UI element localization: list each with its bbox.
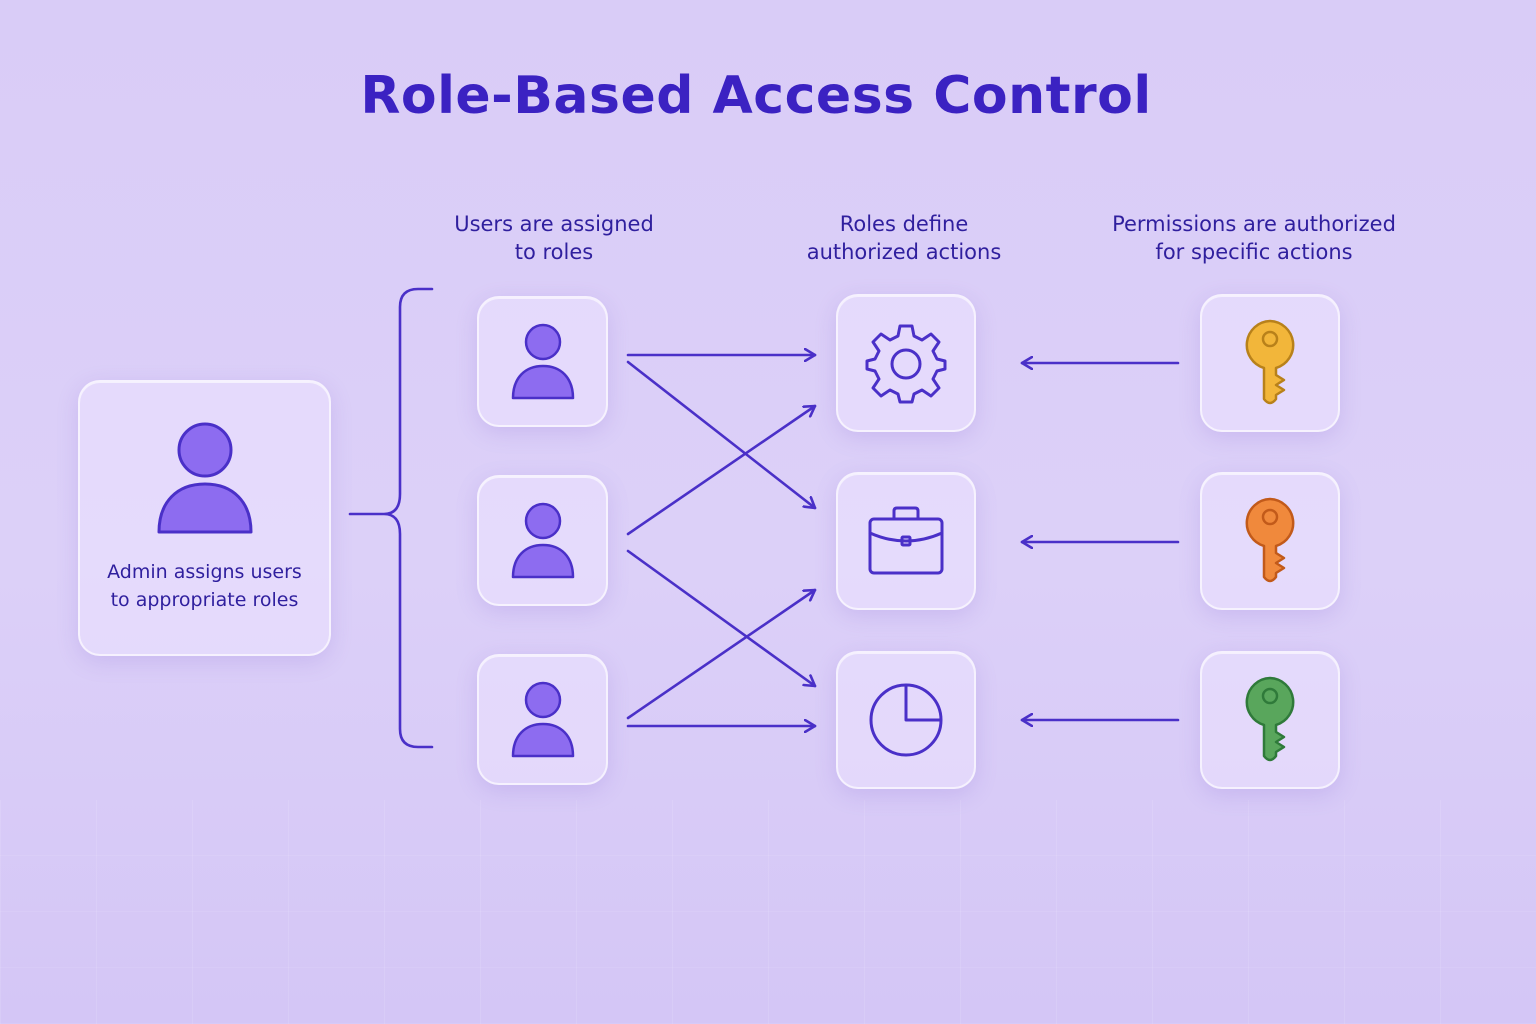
key-shape bbox=[1245, 676, 1295, 762]
admin-bracket bbox=[348, 287, 434, 749]
key-shape bbox=[1245, 319, 1295, 405]
users-column-label: Users are assigned to roles bbox=[384, 210, 724, 266]
permission-card-3 bbox=[1200, 651, 1340, 789]
permission-card-2 bbox=[1200, 472, 1340, 610]
role-card-analytics bbox=[836, 651, 976, 789]
key-shape bbox=[1245, 497, 1295, 583]
permissions-column-label-line2: for specific actions bbox=[1155, 240, 1353, 264]
user-card-1 bbox=[477, 296, 608, 427]
permission-card-1 bbox=[1200, 294, 1340, 432]
permission-role-arrows bbox=[1020, 363, 1180, 720]
role-card-business bbox=[836, 472, 976, 610]
users-column-label-line1: Users are assigned bbox=[454, 212, 654, 236]
roles-column-label-line2: authorized actions bbox=[806, 240, 1002, 264]
admin-caption: Admin assigns users to appropriate roles bbox=[107, 558, 302, 614]
arrow-user3-role2 bbox=[626, 588, 817, 720]
permissions-column-label-line1: Permissions are authorized bbox=[1112, 212, 1396, 236]
user-card-2 bbox=[477, 475, 608, 606]
pie-chart-icon bbox=[869, 683, 943, 757]
roles-column-label-line1: Roles define bbox=[839, 212, 969, 236]
user-card-3 bbox=[477, 654, 608, 785]
admin-caption-line2: to appropriate roles bbox=[110, 589, 299, 611]
permissions-column-label: Permissions are authorized for specific … bbox=[1084, 210, 1424, 266]
user-role-arrows bbox=[626, 355, 817, 726]
diagram-title: Role-Based Access Control bbox=[360, 66, 1152, 126]
arrow-user2-role1 bbox=[626, 404, 817, 536]
background-grid-floor bbox=[0, 800, 1536, 1024]
arrow-user2-role3 bbox=[626, 549, 817, 688]
role-card-settings bbox=[836, 294, 976, 432]
admin-caption-line1: Admin assigns users bbox=[107, 561, 302, 583]
admin-user-icon bbox=[157, 422, 252, 534]
arrow-user1-role2 bbox=[626, 360, 817, 510]
roles-column-label: Roles define authorized actions bbox=[734, 210, 1074, 266]
users-column-label-line2: to roles bbox=[514, 240, 594, 264]
key-icon bbox=[1245, 319, 1295, 405]
gear-icon bbox=[865, 324, 947, 404]
user-icon bbox=[511, 681, 574, 757]
key-icon bbox=[1245, 497, 1295, 583]
briefcase-icon bbox=[868, 506, 944, 575]
admin-card: Admin assigns users to appropriate roles bbox=[78, 380, 331, 656]
key-icon bbox=[1245, 676, 1295, 762]
user-icon bbox=[511, 323, 574, 399]
user-icon bbox=[511, 502, 574, 578]
